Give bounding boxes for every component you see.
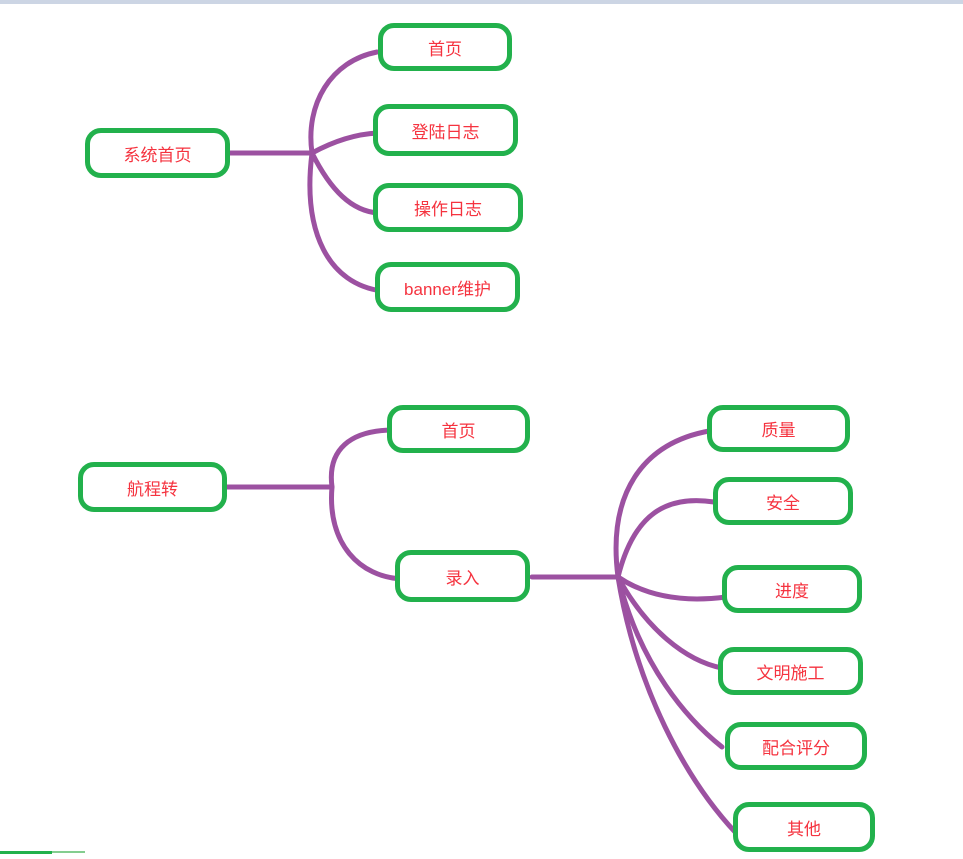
node-qita[interactable]: 其他 (733, 802, 875, 852)
node-jindu-label: 进度 (775, 581, 809, 601)
connector-luru-peihe (615, 574, 725, 750)
node-banner-maintenance[interactable]: banner维护 (375, 262, 520, 312)
node-operation-log[interactable]: 操作日志 (373, 183, 523, 232)
node-hangchengzhuan-label: 航程转 (127, 479, 178, 499)
node-home-top[interactable]: 首页 (378, 23, 512, 71)
connector-hangchengzhuan-home (328, 427, 394, 490)
connector-sys-home-top-home (308, 49, 380, 156)
node-home-bottom[interactable]: 首页 (387, 405, 530, 453)
top-scrollbar-strip (0, 0, 963, 4)
connector-hangchengzhuan-luru (329, 484, 405, 582)
node-qita-label: 其他 (787, 819, 821, 839)
connector-luru-qita (615, 574, 739, 836)
node-luru-label: 录入 (445, 568, 480, 588)
node-home-bottom-label: 首页 (441, 421, 476, 441)
node-luru[interactable]: 录入 (395, 550, 530, 602)
connector-luru-zhiliang (613, 428, 712, 580)
node-system-home[interactable]: 系统首页 (85, 128, 230, 178)
node-hangchengzhuan[interactable]: 航程转 (78, 462, 227, 512)
node-zhiliang-label: 质量 (761, 421, 796, 440)
node-login-log-label: 登陆日志 (411, 122, 480, 142)
node-anquan[interactable]: 安全 (713, 477, 853, 525)
node-peihe-pingfen-label: 配合评分 (762, 738, 830, 758)
node-login-log[interactable]: 登陆日志 (373, 104, 518, 156)
bottom-left-green-mark (0, 851, 52, 854)
node-anquan-label: 安全 (766, 493, 800, 513)
node-operation-log-label: 操作日志 (414, 200, 482, 219)
node-zhiliang[interactable]: 质量 (707, 405, 850, 452)
node-jindu[interactable]: 进度 (722, 565, 862, 613)
node-peihe-pingfen[interactable]: 配合评分 (725, 722, 867, 770)
node-wenming-shigong[interactable]: 文明施工 (718, 647, 863, 695)
connector-luru-wenming (615, 574, 725, 671)
connector-luru-anquan (615, 498, 717, 580)
connector-sys-home-op-log (309, 150, 381, 216)
node-wenming-shigong-label: 文明施工 (756, 663, 825, 683)
node-banner-maintenance-label: banner维护 (404, 279, 491, 299)
connector-sys-home-login-log (309, 130, 381, 156)
connector-luru-jindu (615, 574, 729, 602)
node-home-top-label: 首页 (428, 39, 462, 59)
bottom-left-green-mark-tail (52, 851, 85, 853)
node-system-home-label: 系统首页 (123, 145, 192, 165)
connector-sys-home-banner (307, 150, 385, 294)
